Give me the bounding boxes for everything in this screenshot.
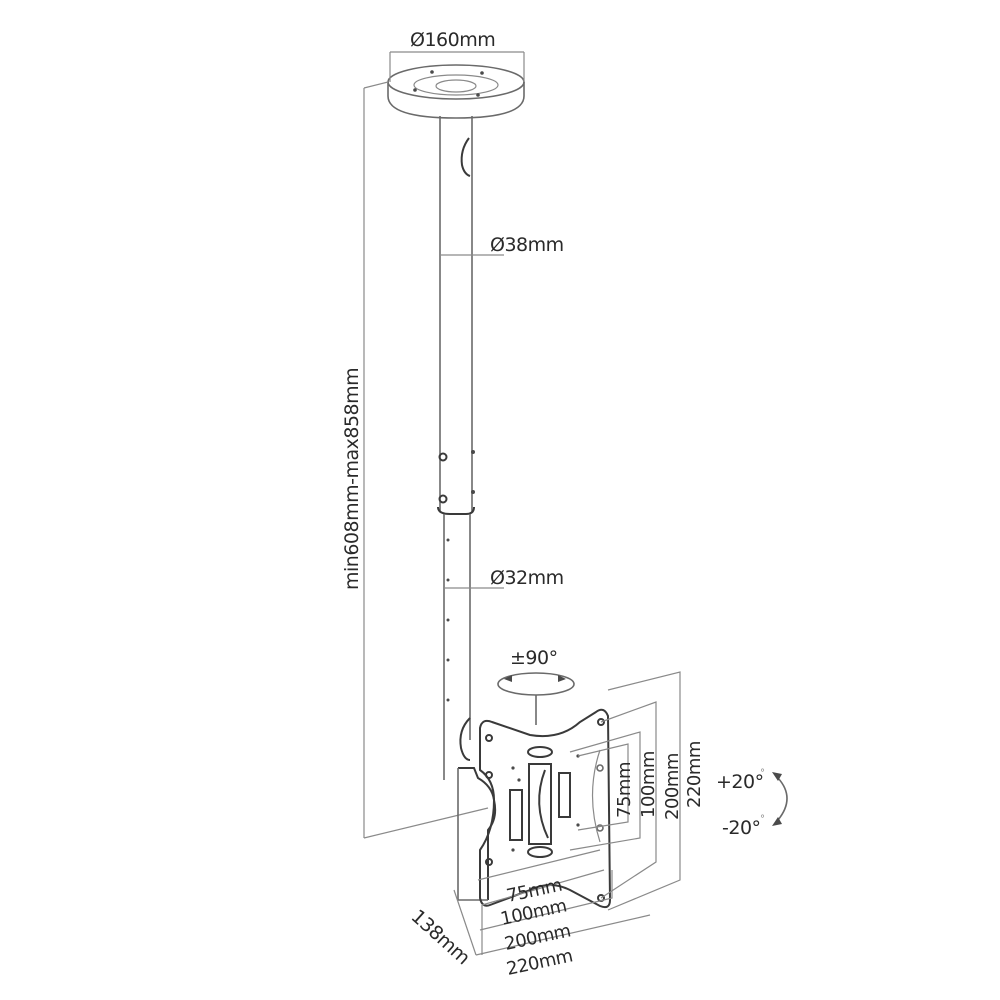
vesa-v-200-label: 200mm (662, 753, 683, 820)
lower-tube-diameter-dimension: Ø32mm (444, 567, 564, 589)
vesa-v-100-label: 100mm (638, 751, 659, 818)
lower-tube (443, 514, 471, 780)
plate-diameter-label: Ø160mm (410, 29, 495, 51)
ceiling-plate (387, 64, 525, 119)
swivel-label: ±90° (510, 647, 558, 669)
svg-text:°: ° (760, 768, 765, 779)
tilt-up-label: +20° (716, 771, 764, 793)
swivel-indicator: ±90° (497, 647, 575, 725)
upper-tube-diameter-label: Ø38mm (490, 234, 564, 256)
vesa-plate (479, 708, 612, 909)
upper-tube (437, 116, 475, 515)
height-dimension: min608mm-max858mm (341, 81, 489, 839)
depth-label: 138mm (407, 905, 474, 969)
height-range-label: min608mm-max858mm (341, 368, 363, 590)
vesa-v-75-label: 75mm (614, 762, 635, 818)
tilt-bracket (457, 767, 497, 901)
depth-dimension: 138mm (407, 889, 477, 969)
plate-diameter-dimension: Ø160mm (389, 29, 525, 82)
lower-tube-diameter-label: Ø32mm (490, 567, 564, 589)
svg-text:°: ° (760, 814, 765, 825)
vesa-vertical-dimensions: 75mm 100mm 200mm 220mm (569, 671, 705, 911)
tilt-indicator: +20° -20° ° ° (716, 768, 788, 839)
vesa-horizontal-dimensions: 75mm 100mm 200mm 220mm (475, 849, 651, 980)
upper-tube-diameter-dimension: Ø38mm (440, 234, 564, 256)
vesa-v-220-label: 220mm (684, 741, 705, 808)
tilt-down-label: -20° (722, 817, 761, 839)
